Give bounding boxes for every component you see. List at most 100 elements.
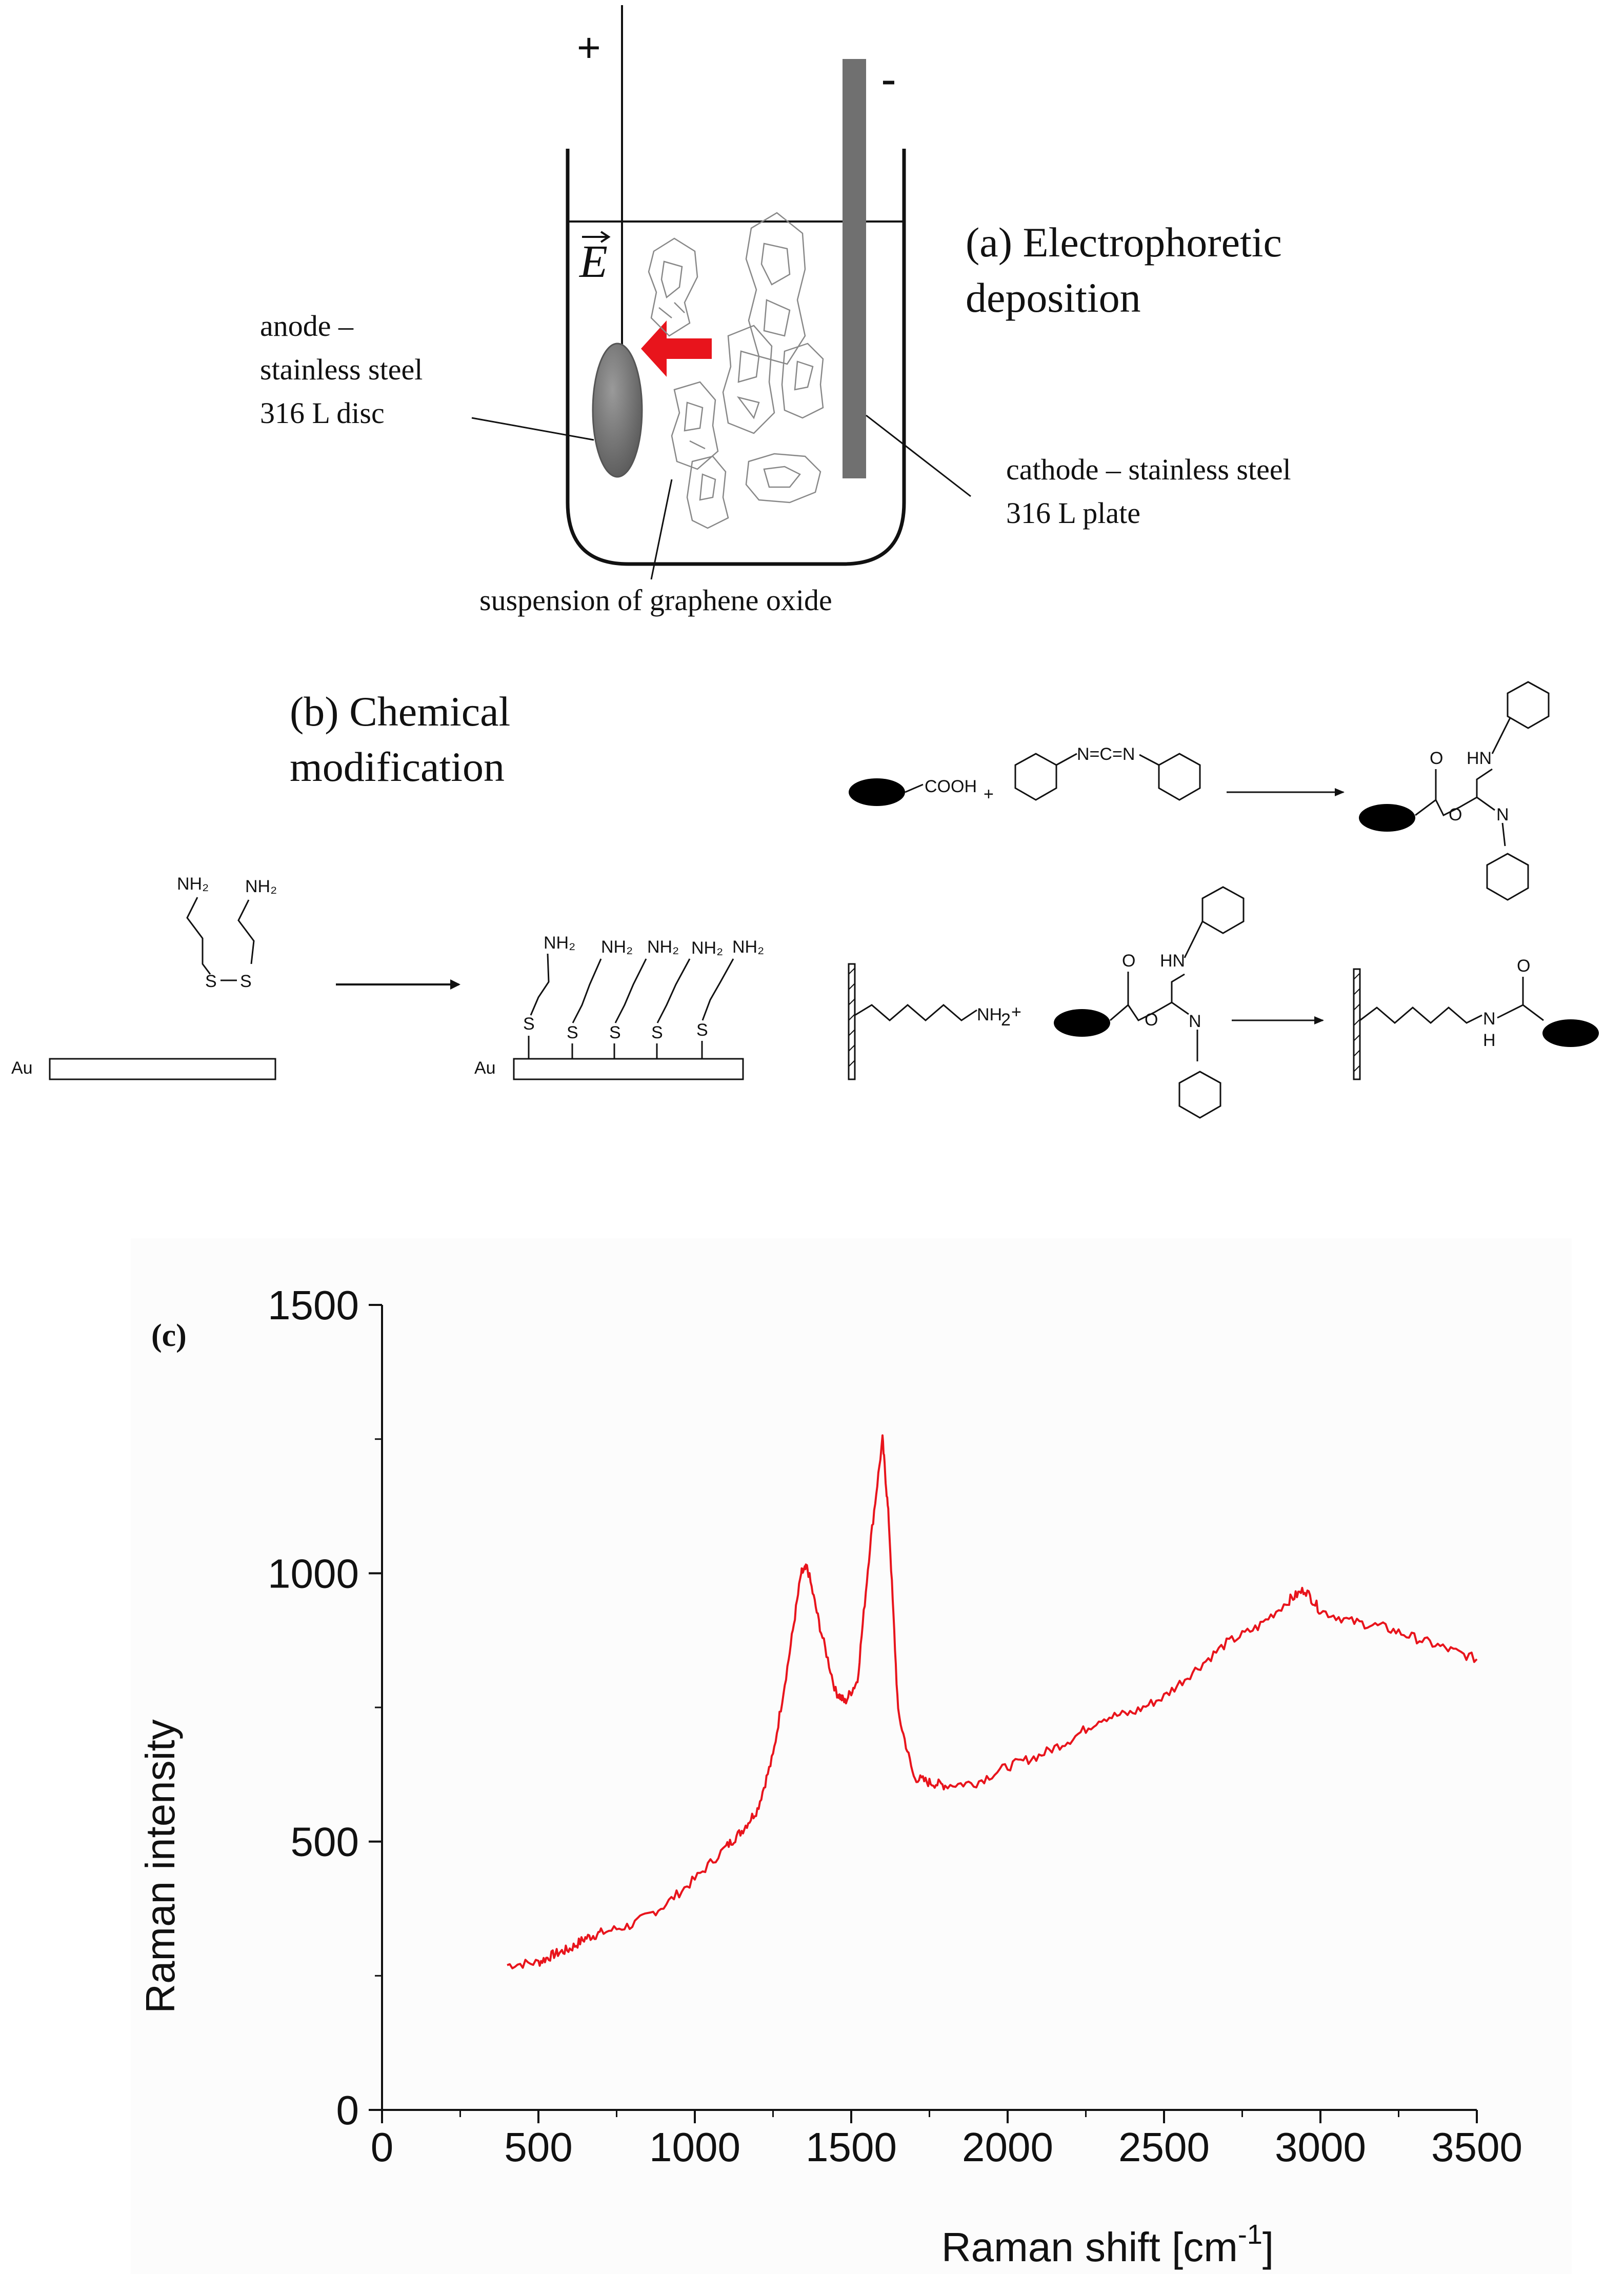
amine-subscript: 2: [1001, 1010, 1011, 1030]
panel-c-label: (c): [151, 1318, 187, 1353]
y-axis-title: Raman intensity: [137, 1719, 183, 2014]
oxygen-label: O: [1430, 749, 1443, 768]
bond: [1497, 977, 1544, 1021]
gold-substrate: [49, 1058, 276, 1080]
cathode-plate: [843, 59, 866, 478]
x-tick-label: 2500: [1118, 2124, 1210, 2170]
sulfur-label: S: [523, 1014, 535, 1034]
bond: [1184, 921, 1204, 958]
carbodiimide-label: N=C=N: [1077, 744, 1135, 764]
anode-label-line3: 316 L disc: [260, 396, 385, 430]
nh2-label: NH₂: [177, 874, 209, 894]
chart-background: [131, 1238, 1572, 2274]
nh2-label: NH₂: [732, 937, 764, 957]
panel-a-title-line2: deposition: [966, 274, 1141, 321]
alkyl-chain: [854, 1004, 977, 1021]
panel-b-title-line1: (b) Chemical: [290, 688, 510, 735]
x-tick-label: 500: [504, 2124, 572, 2170]
graphene-oxide-particle: [849, 778, 905, 806]
graphene-flake: [781, 343, 824, 419]
oxygen-label: O: [1145, 1010, 1158, 1030]
hydrogen-label: H: [1483, 1031, 1496, 1050]
cyclohexyl-ring: [1158, 753, 1201, 801]
x-axis-title-superscript: -1: [1238, 2219, 1262, 2250]
graphene-oxide-particle: [1542, 1019, 1599, 1047]
x-axis-title: Raman shift [cm: [941, 2224, 1238, 2270]
alkyl-chain: [1359, 1007, 1482, 1024]
raman-spectrum-line: [507, 1434, 1478, 1969]
y-axis-label: Raman intensity: [137, 1719, 183, 2014]
nh2-label: NH₂: [647, 937, 679, 957]
amide-coupling-scheme: NH 2 + O O HN N N H O: [848, 886, 1599, 1119]
reaction-arrow-head: [450, 979, 460, 990]
bond: [1491, 717, 1511, 754]
gold-label: Au: [11, 1058, 33, 1078]
graphene-flake: [745, 212, 806, 365]
y-tick-label: 1000: [268, 1551, 359, 1596]
reaction-arrow-head: [1335, 788, 1345, 796]
x-tick-label: 0: [371, 2124, 394, 2170]
bond: [1476, 796, 1506, 847]
y-tick-label: 500: [291, 1819, 359, 1865]
nh2-label: NH₂: [245, 877, 277, 896]
disulfide-chain: [186, 897, 255, 975]
graphene-oxide-flakes: [648, 212, 824, 529]
cyclohexyl-ring: [1014, 753, 1057, 801]
graphene-flake: [745, 453, 821, 504]
gold-substrate-modified: [513, 1058, 744, 1080]
suspension-label: suspension of graphene oxide: [479, 583, 832, 617]
graphene-oxide-particle: [1359, 804, 1415, 832]
cathode-label-line1: cathode – stainless steel: [1006, 453, 1291, 486]
x-axis-label: Raman shift [cm-1]: [941, 2219, 1274, 2270]
sulfur-label: S: [651, 1023, 663, 1042]
plus-sign: +: [984, 784, 994, 804]
field-arrow-icon: [641, 320, 712, 377]
cyclohexyl-ring: [1201, 886, 1245, 934]
sulfur-label: S: [696, 1020, 708, 1040]
panel-a-title-line1: (a) Electrophoretic: [966, 219, 1282, 266]
carbodiimide-activation-scheme: COOH + N=C=N O O HN N: [849, 681, 1550, 901]
anode-label-line1: anode –: [260, 309, 354, 343]
graphene-flake: [671, 381, 719, 470]
hn-label: HN: [1467, 749, 1492, 768]
amine-label: NH: [977, 1005, 1002, 1024]
surface-hatched-right: [1353, 968, 1361, 1080]
nitrogen-label: N: [1483, 1009, 1496, 1029]
nh2-label: NH₂: [691, 938, 723, 958]
cyclohexyl-ring: [1178, 1071, 1221, 1119]
bond: [1139, 754, 1159, 766]
graphene-oxide-particle: [1054, 1009, 1110, 1037]
panel-a-electrophoretic-deposition: E + - anode – stainless steel 316 L disc…: [260, 5, 1291, 617]
x-tick-label: 1500: [806, 2124, 897, 2170]
reaction-arrow-head: [1314, 1016, 1324, 1024]
cathode-polarity: -: [881, 54, 896, 105]
surface-hatch-lines: [848, 968, 855, 1067]
x-tick-label: 3000: [1275, 2124, 1366, 2170]
y-tick-label: 1500: [268, 1282, 359, 1328]
oxygen-label: O: [1122, 951, 1135, 971]
nh2-label: NH₂: [601, 937, 633, 957]
x-axis-title-end: ]: [1262, 2224, 1274, 2270]
panel-b-chemical-modification: (b) Chemical modification NH₂ NH₂ S S Au…: [11, 681, 1599, 1119]
panel-b-title-line2: modification: [290, 743, 505, 790]
graphene-flake: [648, 237, 698, 337]
x-tick-label: 3500: [1431, 2124, 1522, 2170]
nitrogen-label: N: [1189, 1012, 1201, 1031]
anode-label-line2: stainless steel: [260, 353, 423, 386]
suspension-leader-line: [650, 479, 673, 580]
sulfur-label: S: [609, 1023, 621, 1042]
x-tick-label: 2000: [962, 2124, 1053, 2170]
cyclohexyl-ring: [1507, 681, 1550, 729]
graphene-flake: [686, 455, 729, 529]
sulfur-label: S: [205, 972, 217, 991]
cyclohexyl-ring: [1486, 853, 1529, 901]
x-tick-label: 1000: [649, 2124, 740, 2170]
gold-label: Au: [474, 1058, 496, 1078]
alkyl-chains: [528, 953, 734, 1059]
bond: [1056, 753, 1077, 766]
nh2-label: NH₂: [544, 933, 575, 953]
sulfur-label: S: [567, 1023, 578, 1042]
